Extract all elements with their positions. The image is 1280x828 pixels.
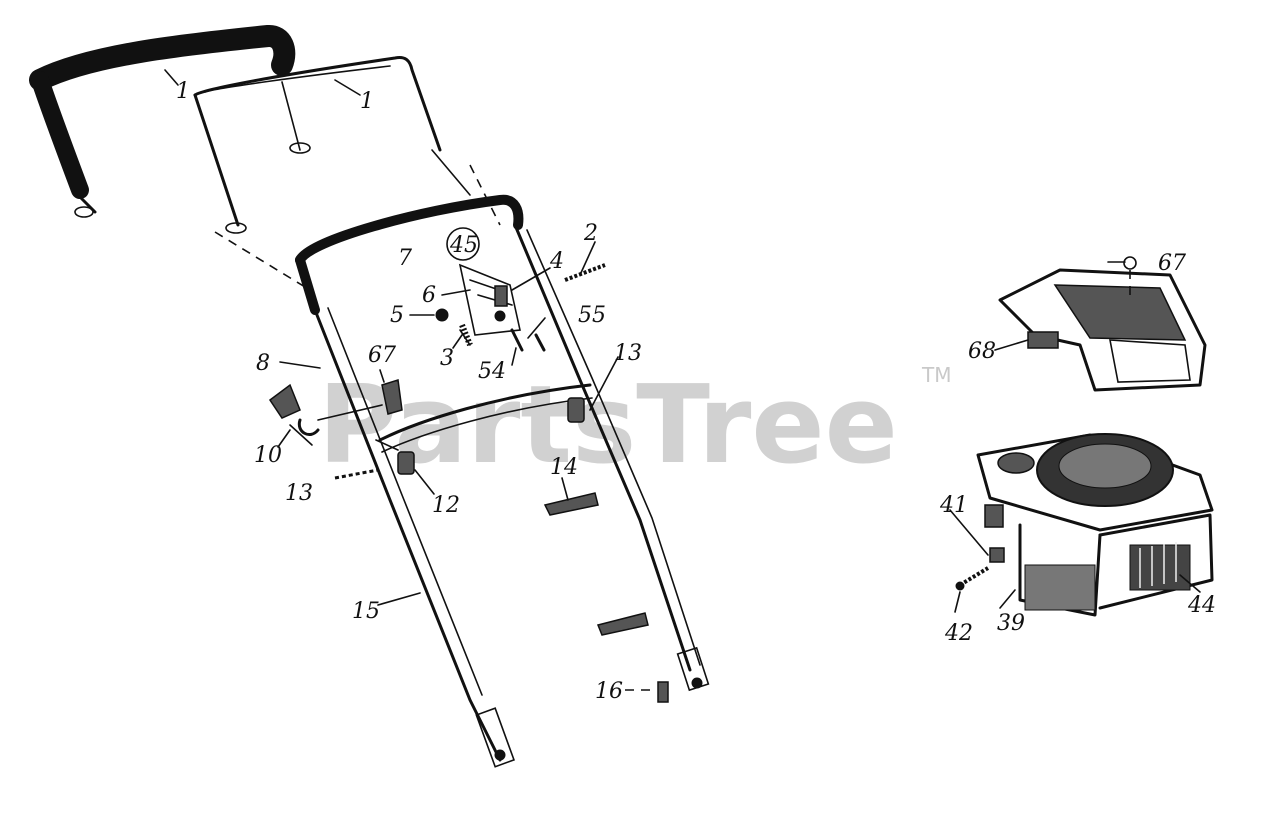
callout-labels: 1 1 2 3 4 5 6 7 8 10 12 13 13 14 15 16 3… (176, 79, 1216, 704)
cross-bar[interactable] (378, 383, 593, 453)
callout-10[interactable]: 10 (254, 443, 282, 468)
callout-circle-45 (446, 227, 480, 261)
callout-41[interactable]: 41 (939, 493, 968, 518)
lower-handle-grip[interactable] (295, 194, 524, 315)
callout-54[interactable]: 54 (478, 359, 506, 384)
watermark-trademark: TM (921, 363, 951, 387)
spring-3[interactable] (459, 323, 473, 347)
callout-13-right[interactable]: 13 (614, 341, 642, 366)
callout-8[interactable]: 8 (256, 351, 270, 376)
callout-55[interactable]: 55 (578, 303, 606, 328)
callout-67-right[interactable]: 67 (1158, 251, 1186, 276)
bolt-2[interactable] (564, 263, 606, 282)
upper-handle[interactable] (193, 56, 471, 234)
handle-knob-10[interactable] (268, 383, 320, 446)
callout-15[interactable]: 15 (352, 599, 380, 624)
engine[interactable] (955, 433, 1214, 617)
screw-67[interactable] (1123, 256, 1137, 296)
clip-13[interactable] (567, 397, 585, 423)
callout-6[interactable]: 6 (422, 283, 436, 308)
clip-12[interactable] (375, 439, 415, 475)
nut-5[interactable] (435, 308, 449, 322)
engine-shroud[interactable] (998, 268, 1207, 392)
callout-1-grip[interactable]: 1 (176, 79, 190, 104)
leader-lines (164, 69, 1201, 613)
bolt-13[interactable] (334, 468, 379, 480)
callout-45[interactable]: 45 (449, 233, 478, 258)
bolt-16[interactable] (625, 681, 669, 703)
callout-44[interactable]: 44 (1187, 593, 1216, 618)
callout-16[interactable]: 16 (595, 679, 623, 704)
bolt-54-55[interactable] (510, 328, 546, 352)
callout-2[interactable]: 2 (583, 221, 598, 246)
cable-guide-14[interactable] (543, 492, 649, 636)
callout-13-left[interactable]: 13 (285, 481, 313, 506)
callout-14[interactable]: 14 (550, 455, 578, 480)
callout-12[interactable]: 12 (432, 493, 460, 518)
callout-7[interactable]: 7 (398, 246, 412, 271)
callout-42[interactable]: 42 (944, 621, 973, 646)
lower-handle-frame[interactable] (313, 223, 710, 768)
knob-67[interactable] (317, 379, 403, 421)
alignment-lines (214, 164, 501, 291)
callout-39[interactable]: 39 (997, 611, 1025, 636)
control-bracket[interactable] (458, 263, 521, 346)
callout-67-left[interactable]: 67 (368, 343, 396, 368)
callout-3[interactable]: 3 (440, 346, 454, 371)
handle-grip-foam[interactable] (29, 25, 296, 218)
callout-4[interactable]: 4 (549, 249, 564, 274)
callout-1-upper-handle[interactable]: 1 (360, 89, 374, 114)
callout-68[interactable]: 68 (968, 339, 996, 364)
callout-5[interactable]: 5 (390, 303, 404, 328)
